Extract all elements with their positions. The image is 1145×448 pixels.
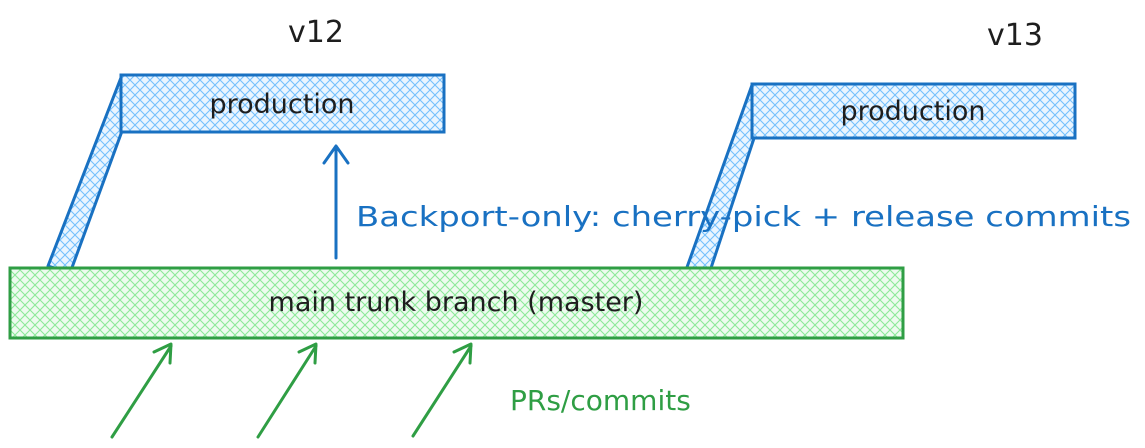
commit-arrow — [256, 342, 318, 439]
commit-arrow — [110, 342, 173, 439]
left-production-label: production — [210, 89, 355, 120]
prs-annotation: PRs/commits — [510, 384, 691, 417]
version-label-right: v13 — [987, 18, 1043, 53]
right-production-label: production — [841, 96, 986, 127]
backport-annotation: Backport-only: cherry-pick + release com… — [356, 200, 1131, 233]
left-production-box — [119, 73, 446, 134]
commit-arrow — [411, 342, 473, 438]
version-label-left: v12 — [288, 15, 344, 50]
right-production-box — [750, 82, 1077, 140]
trunk-branch-label: main trunk branch (master) — [269, 287, 644, 318]
trunk-branch-box — [8, 266, 905, 340]
backport-arrow — [322, 144, 350, 260]
